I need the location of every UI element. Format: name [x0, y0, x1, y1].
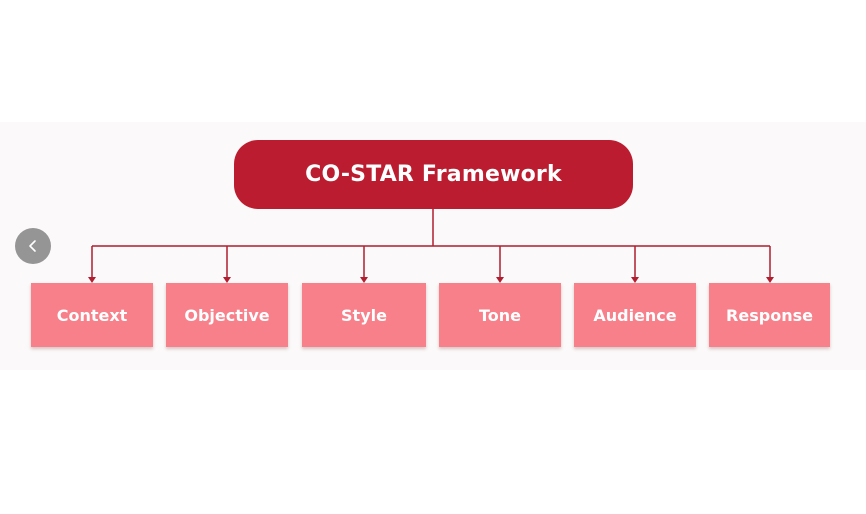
node-tone: Tone [439, 283, 561, 347]
node-objective-label: Objective [184, 305, 270, 325]
node-context-label: Context [56, 305, 128, 325]
framework-title-text: CO-STAR Framework [305, 162, 562, 187]
node-audience-label: Audience [593, 305, 677, 325]
node-context: Context [31, 283, 153, 347]
node-tone-label: Tone [478, 305, 522, 325]
node-response-label: Response [726, 305, 813, 325]
chevron-left-icon [29, 240, 36, 252]
node-style: Style [302, 283, 426, 347]
node-style-label: Style [341, 305, 387, 325]
previous-slide-button[interactable] [15, 228, 51, 264]
node-objective: Objective [166, 283, 288, 347]
node-audience: Audience [574, 283, 696, 347]
framework-title: CO-STAR Framework [234, 140, 633, 209]
node-response: Response [709, 283, 830, 347]
